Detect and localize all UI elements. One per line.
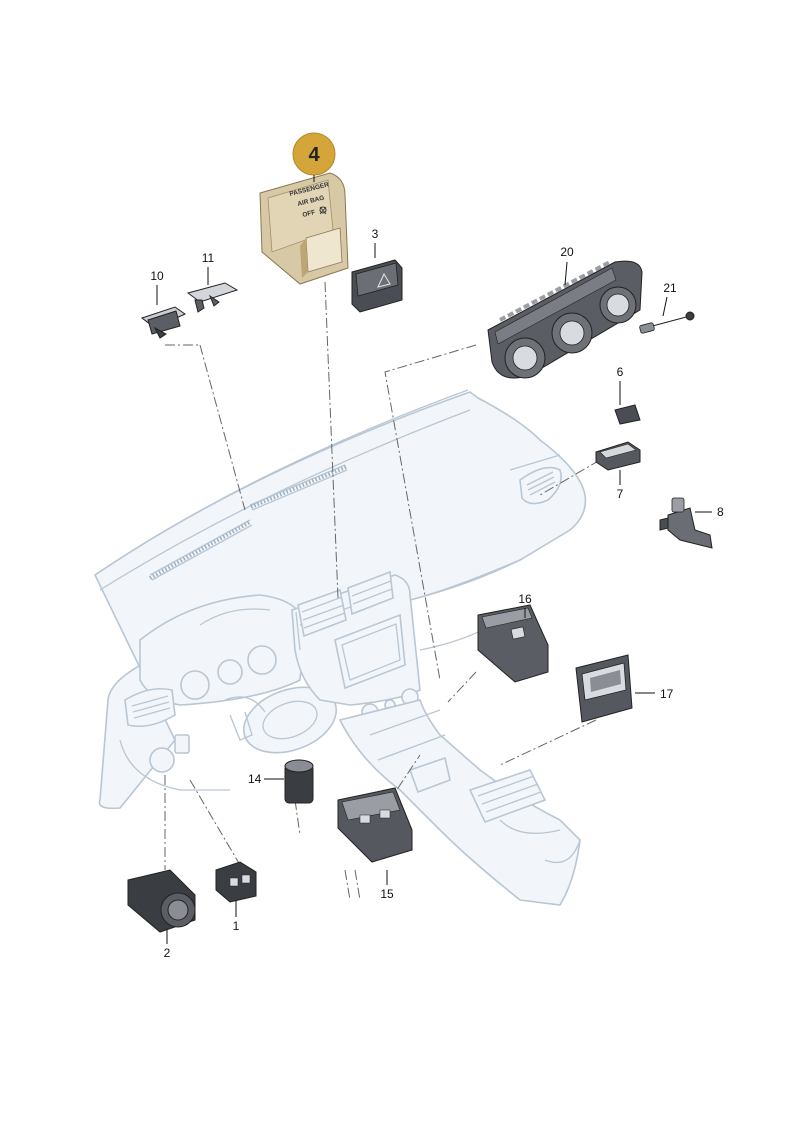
callout-7: 7 (617, 487, 624, 501)
part-4-airbag-off-panel[interactable]: PASSENGER AIR BAG OFF (259, 172, 349, 285)
part-7-switch[interactable] (595, 441, 641, 471)
part-20-climate-control[interactable] (487, 260, 643, 379)
callout-11: 11 (202, 251, 215, 265)
part-11-cover[interactable] (186, 282, 239, 313)
part-3-hazard-switch[interactable] (351, 259, 403, 313)
defrost-vent-grille (149, 465, 347, 580)
callout-20: 20 (560, 245, 574, 259)
part-15-switch-block[interactable] (337, 787, 413, 863)
callout-15: 15 (380, 887, 394, 901)
callout-6: 6 (617, 365, 624, 379)
airbag-label-line-3: OFF (302, 209, 316, 219)
callout-21: 21 (663, 281, 677, 295)
callout-16: 16 (518, 592, 532, 606)
callout-1: 1 (233, 919, 240, 933)
part-4-badge[interactable]: 4 (292, 132, 336, 176)
part-10-cover[interactable] (140, 306, 186, 339)
part-14-socket[interactable] (284, 759, 314, 804)
callout-3: 3 (372, 227, 379, 241)
part-16-switch-block[interactable] (477, 604, 549, 683)
part-4-number: 4 (308, 144, 320, 166)
callout-8: 8 (717, 505, 724, 519)
part-8-actuator[interactable] (659, 497, 713, 549)
part-17-switch-module[interactable] (575, 654, 633, 723)
callout-14: 14 (248, 772, 262, 786)
airbag-off-icon (319, 206, 327, 215)
hazard-triangle-icon (377, 272, 391, 288)
part-21-sensor[interactable] (639, 311, 695, 334)
callout-10: 10 (150, 269, 164, 283)
part-2-light-switch[interactable] (127, 869, 196, 933)
part-1-switch[interactable] (215, 861, 257, 903)
callout-2: 2 (164, 946, 171, 960)
part-6-bulb[interactable] (614, 404, 641, 425)
callout-17: 17 (660, 687, 674, 701)
dashboard-illustration (93, 389, 587, 906)
